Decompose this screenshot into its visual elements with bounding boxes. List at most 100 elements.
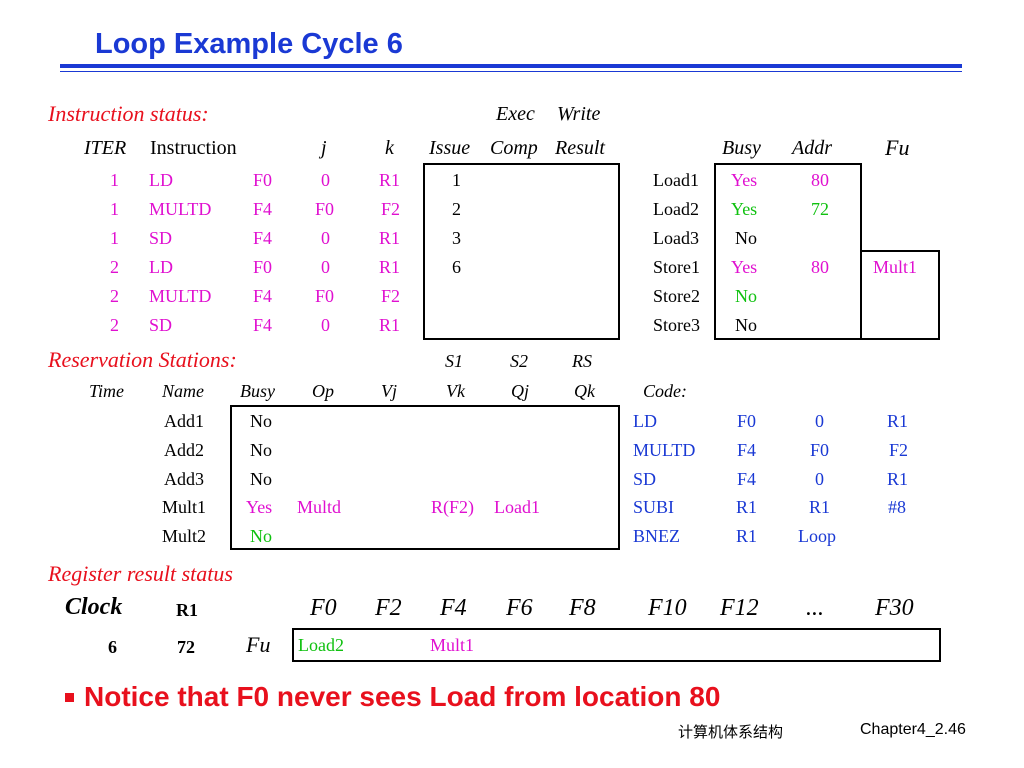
instr-row-6-dest: F4 — [253, 315, 273, 335]
instr-row-2-k: F2 — [381, 199, 401, 219]
register-status-box — [292, 628, 941, 662]
instr-row-4-op: LD — [149, 257, 173, 277]
rs-top-header-s2: S2 — [510, 351, 528, 371]
instr-row-1-iter: 1 — [110, 170, 119, 190]
instr-row-5-dest: F4 — [253, 286, 273, 306]
buffer-busy-store2: No — [735, 286, 757, 306]
reg-header-f8: F8 — [569, 595, 596, 621]
code-line-5-b: Loop — [798, 526, 836, 546]
code-line-3-c: R1 — [887, 469, 909, 489]
buffer-header-fu: Fu — [885, 135, 910, 160]
reg-header-f12: F12 — [720, 595, 759, 621]
rs-name-mult1: Mult1 — [162, 497, 207, 517]
buffer-addr-load2: 72 — [811, 199, 829, 219]
title-rule-thin — [60, 71, 962, 72]
instr-row-5-op: MULTD — [149, 286, 212, 306]
buffer-box — [714, 163, 862, 340]
code-line-4-c: #8 — [888, 497, 906, 517]
fu-label: Fu — [246, 632, 271, 657]
rs-name-add3: Add3 — [164, 469, 204, 489]
instr-row-3-op: SD — [149, 228, 173, 248]
instr-row-3-issue: 3 — [452, 228, 461, 248]
rs-busy-add2: No — [250, 440, 272, 460]
buffer-header-addr: Addr — [792, 137, 832, 159]
reg-fu-f4: Mult1 — [430, 635, 475, 655]
header-instruction: Instruction — [150, 137, 237, 159]
buffer-busy-store3: No — [735, 315, 757, 335]
buffer-name-store3: Store3 — [653, 315, 700, 335]
buffer-name-load2: Load2 — [653, 199, 699, 219]
r1-value: 72 — [177, 637, 195, 657]
rs-header-vj: Vj — [381, 381, 397, 401]
store-fu-box-bottom — [860, 338, 940, 340]
instr-row-6-iter: 2 — [110, 315, 119, 335]
reg-header-f4: F4 — [440, 595, 467, 621]
title-rule — [60, 64, 962, 68]
instr-row-3-iter: 1 — [110, 228, 119, 248]
rs-op-mult1: Multd — [297, 497, 342, 517]
code-line-5-op: BNEZ — [633, 526, 680, 546]
bullet-icon — [65, 693, 74, 702]
reg-header-f0: F0 — [310, 595, 337, 621]
code-line-2-op: MULTD — [633, 440, 696, 460]
clock-value: 6 — [108, 637, 117, 657]
buffer-addr-load1: 80 — [811, 170, 829, 190]
header-j: j — [321, 137, 327, 159]
notice-text: Notice that F0 never sees Load from loca… — [84, 681, 721, 712]
instr-row-1-issue: 1 — [452, 170, 461, 190]
r1-label: R1 — [176, 600, 198, 620]
reg-fu-f0: Load2 — [298, 635, 344, 655]
rs-busy-add1: No — [250, 411, 272, 431]
rs-busy-add3: No — [250, 469, 272, 489]
instr-row-5-j: F0 — [315, 286, 335, 306]
rs-qj-mult1: Load1 — [494, 497, 540, 517]
header-issue: Issue — [429, 137, 471, 159]
instr-row-4-j: 0 — [321, 257, 330, 277]
buffer-name-load1: Load1 — [653, 170, 699, 190]
instr-row-4-iter: 2 — [110, 257, 119, 277]
store-fu-box-top — [860, 250, 940, 252]
rs-name-mult2: Mult2 — [162, 526, 207, 546]
buffer-busy-store1: Yes — [731, 257, 758, 277]
rs-top-header-rs: RS — [572, 351, 592, 371]
reservation-stations-box — [230, 405, 620, 550]
buffer-name-store1: Store1 — [653, 257, 700, 277]
instr-row-2-issue: 2 — [452, 199, 461, 219]
rs-vk-mult1: R(F2) — [431, 497, 475, 517]
code-line-2-a: F4 — [737, 440, 757, 460]
clock-label: Clock — [65, 594, 123, 620]
rs-header-vk: Vk — [446, 381, 465, 401]
rs-busy-mult1: Yes — [246, 497, 273, 517]
instr-row-1-j: 0 — [321, 170, 330, 190]
instruction-timing-box — [423, 163, 620, 340]
instr-row-4-issue: 6 — [452, 257, 461, 277]
rs-header-time: Time — [89, 381, 125, 401]
buffer-fu-store1: Mult1 — [873, 257, 918, 277]
code-line-1-c: R1 — [887, 411, 909, 431]
code-line-1-op: LD — [633, 411, 657, 431]
reg-header-ellipsis: ... — [806, 595, 824, 621]
buffer-name-load3: Load3 — [653, 228, 699, 248]
instr-row-6-k: R1 — [379, 315, 401, 335]
rs-name-add1: Add1 — [164, 411, 204, 431]
reg-header-f30: F30 — [875, 595, 914, 621]
rs-busy-mult2: No — [250, 526, 272, 546]
code-line-2-c: F2 — [889, 440, 909, 460]
instr-row-3-j: 0 — [321, 228, 330, 248]
code-line-4-a: R1 — [736, 497, 758, 517]
instr-row-2-op: MULTD — [149, 199, 212, 219]
footer-page: Chapter4_2.46 — [860, 721, 966, 738]
instr-row-1-op: LD — [149, 170, 173, 190]
buffer-name-store2: Store2 — [653, 286, 700, 306]
rs-header-qk: Qk — [574, 381, 595, 401]
rs-header-qj: Qj — [511, 381, 529, 401]
instr-row-2-j: F0 — [315, 199, 335, 219]
code-line-3-op: SD — [633, 469, 657, 489]
code-line-3-a: F4 — [737, 469, 757, 489]
reservation-stations-label: Reservation Stations: — [48, 347, 237, 372]
rs-top-header-s1: S1 — [445, 351, 463, 371]
exec-label: Exec — [496, 103, 535, 125]
rs-header-busy: Busy — [240, 381, 275, 401]
footer-course: 计算机体系结构 — [678, 723, 784, 741]
instr-row-4-k: R1 — [379, 257, 401, 277]
